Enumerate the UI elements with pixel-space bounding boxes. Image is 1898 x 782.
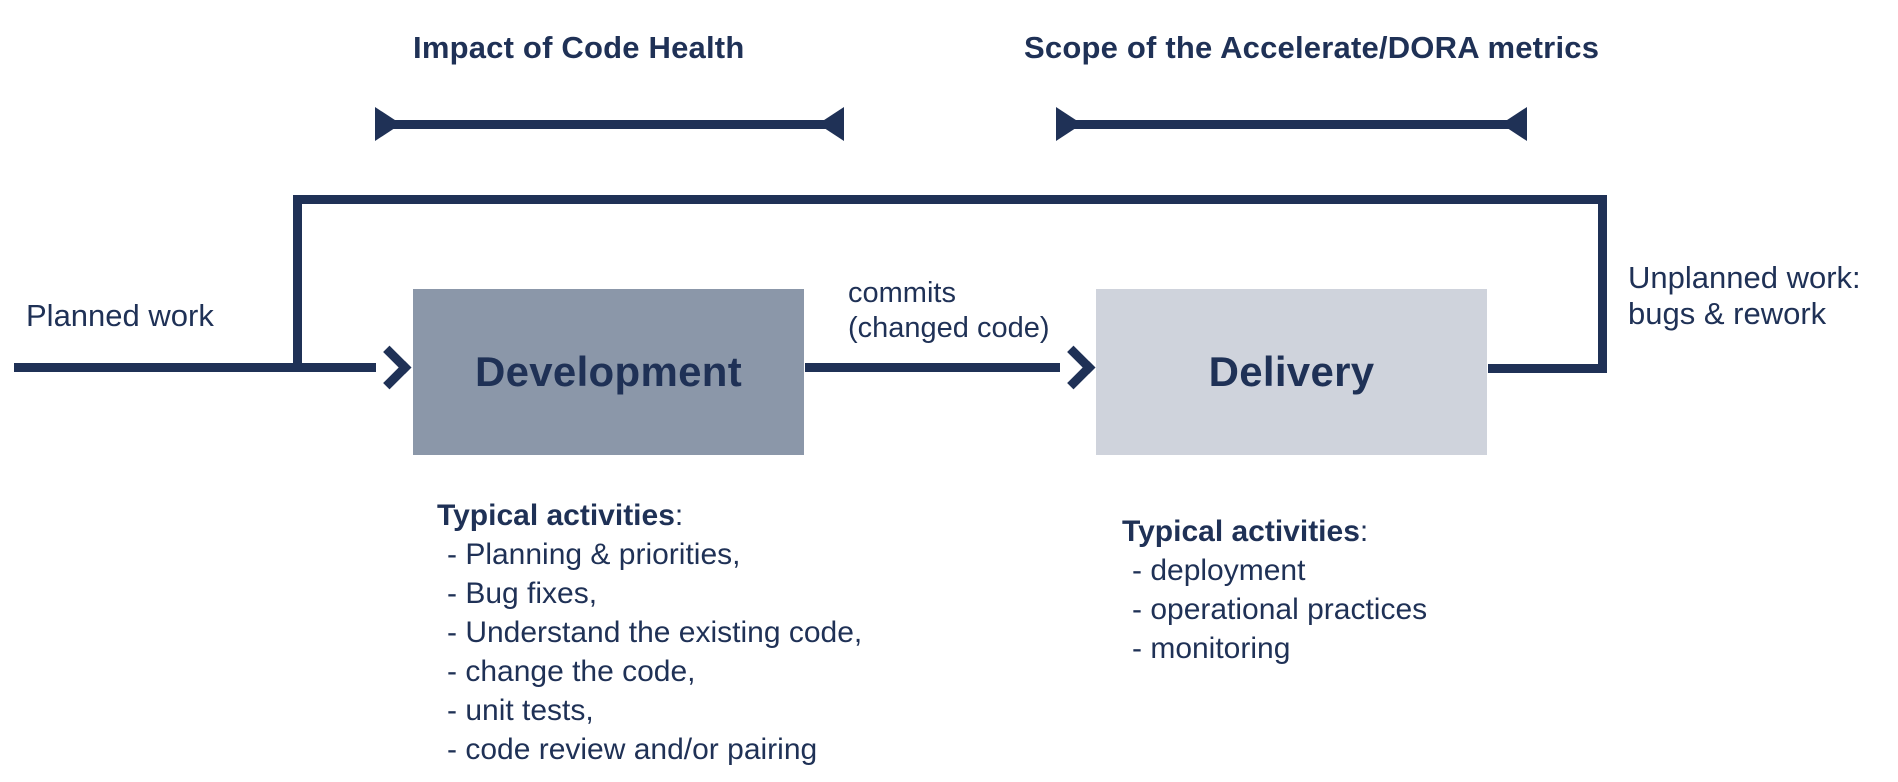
feedback-loop-left-line <box>293 195 302 372</box>
commits-arrow-line <box>805 363 1060 372</box>
bracket-bar <box>1056 120 1527 129</box>
activity-item: - Bug fixes, <box>447 577 598 610</box>
activity-item: - change the code, <box>447 655 696 688</box>
activity-item: - unit tests, <box>447 694 594 727</box>
commits-label-line1: commits <box>848 277 956 309</box>
delivery-box-label: Delivery <box>1208 348 1375 395</box>
bracket-label-dora-metrics: Scope of the Accelerate/DORA metrics <box>1024 30 1600 65</box>
activities-heading-colon: : <box>1359 515 1369 548</box>
bracket-label-code-health: Impact of Code Health <box>413 30 745 65</box>
development-box-label: Development <box>474 348 743 395</box>
activities-heading-text: Typical activities <box>437 499 675 532</box>
feedback-loop-bottom-line <box>1488 364 1607 373</box>
feedback-loop-top-line <box>293 195 1607 204</box>
delivery-activities-list: Typical activities: - deployment - opera… <box>1122 512 1427 668</box>
unplanned-work-label-line2: bugs & rework <box>1628 296 1827 331</box>
activities-heading: Typical activities: <box>437 496 862 535</box>
bracket-endcap-right-icon <box>1501 107 1527 141</box>
activity-item: - code review and/or pairing <box>447 733 818 766</box>
bracket-endcap-right-icon <box>818 107 844 141</box>
activities-heading-text: Typical activities <box>1122 515 1360 548</box>
bracket-bar <box>375 120 844 129</box>
activity-item: - Planning & priorities, <box>447 538 741 571</box>
activity-item: - monitoring <box>1132 632 1291 665</box>
activity-item: - Understand the existing code, <box>447 616 863 649</box>
development-activities-list: Typical activities: - Planning & priorit… <box>437 496 862 769</box>
commits-label-line2: (changed code) <box>848 312 1050 344</box>
planned-work-arrowhead-icon <box>367 345 412 390</box>
commits-label: commits (changed code) <box>848 276 1050 346</box>
unplanned-work-label-line1: Unplanned work: <box>1628 260 1861 295</box>
development-box: Development <box>413 289 804 455</box>
feedback-loop-right-line <box>1598 195 1607 373</box>
activities-heading-colon: : <box>674 499 684 532</box>
planned-work-label: Planned work <box>26 298 214 333</box>
activities-heading: Typical activities: <box>1122 512 1427 551</box>
commits-arrowhead-icon <box>1051 345 1096 390</box>
planned-work-arrow-line <box>14 363 376 372</box>
delivery-box: Delivery <box>1096 289 1487 455</box>
unplanned-work-label: Unplanned work: bugs & rework <box>1628 260 1861 332</box>
activity-item: - deployment <box>1132 554 1306 587</box>
activity-item: - operational practices <box>1132 593 1428 626</box>
